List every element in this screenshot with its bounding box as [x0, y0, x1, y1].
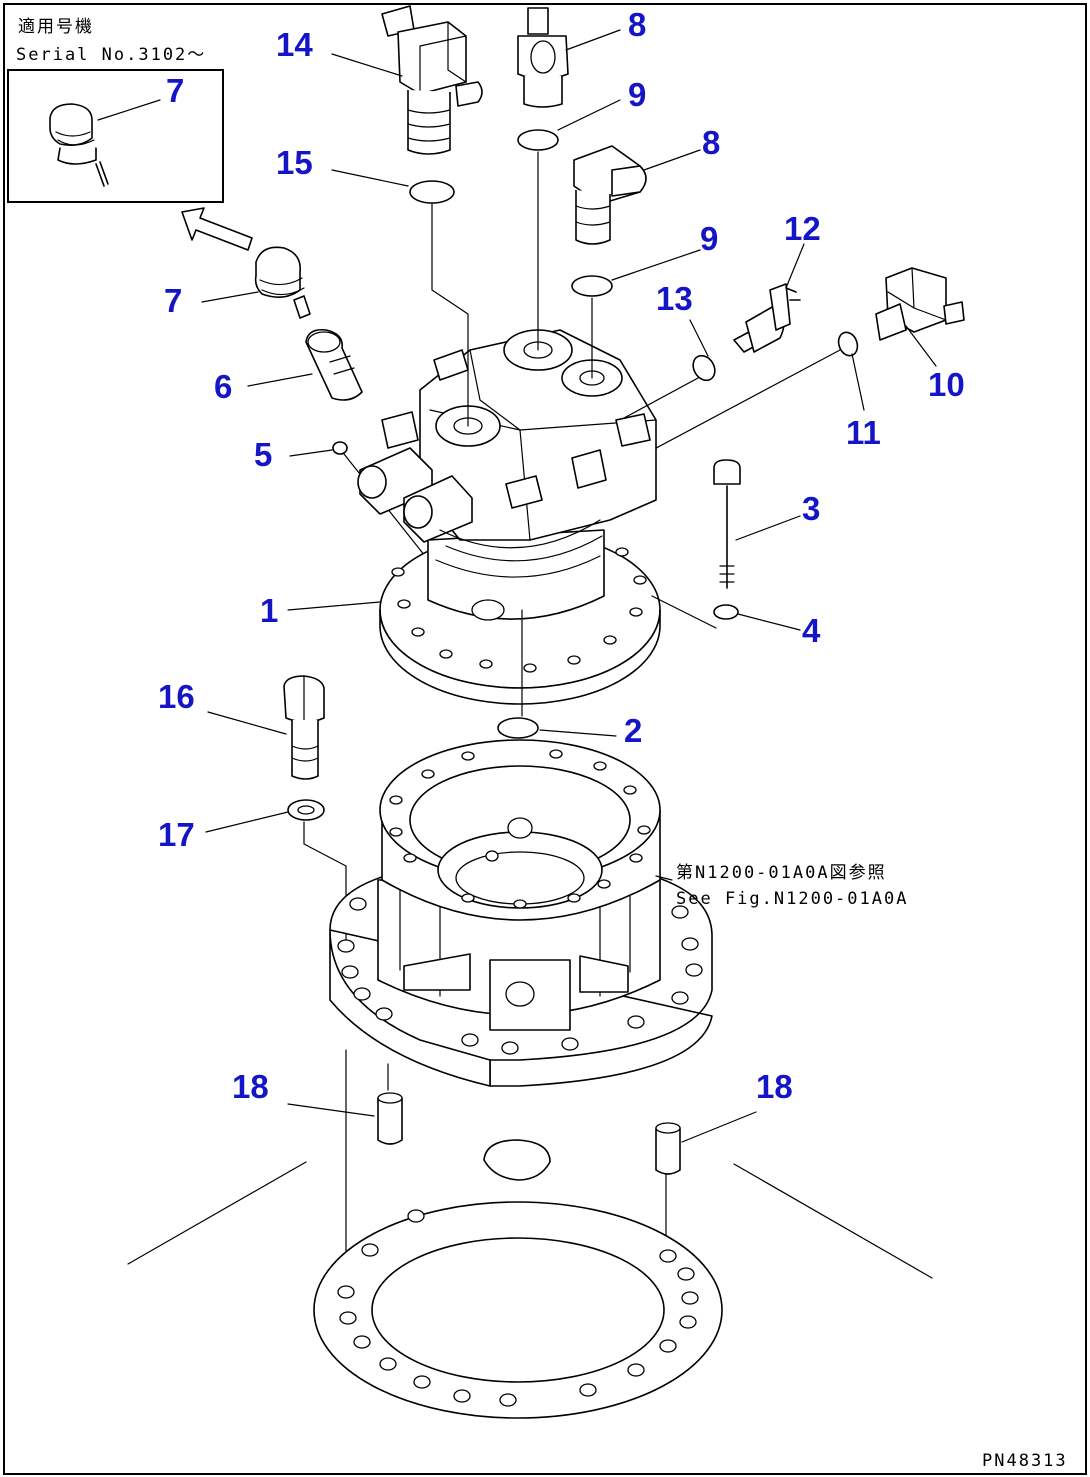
part-4-washer [713, 604, 739, 620]
leader-5 [289, 449, 333, 457]
drawing-code: PN48313 [982, 1451, 1068, 1471]
part-1-swing-motor [357, 329, 661, 705]
leader-14 [331, 53, 403, 77]
leader-reference [655, 875, 673, 881]
callout-8-top: 8 [628, 6, 646, 43]
callout-3: 3 [802, 490, 820, 527]
leader-9-top [557, 99, 621, 131]
part-9-oring-top [517, 129, 559, 151]
callout-13: 13 [656, 280, 693, 317]
inset-part-7 [49, 103, 109, 187]
callout-2: 2 [624, 712, 642, 749]
part-2-oring [497, 717, 539, 739]
assembly-line-4 [651, 595, 717, 629]
leader-17 [205, 811, 289, 833]
part-6-plug [305, 328, 363, 401]
part-5-nut [332, 441, 348, 455]
part-14-solenoid [381, 5, 483, 155]
leader-7-inset [97, 99, 161, 121]
callout-16: 16 [158, 678, 195, 715]
callout-9-top: 9 [628, 76, 646, 113]
mounting-ring [127, 1161, 933, 1419]
part-10-solenoid [875, 267, 965, 341]
leader-11 [851, 353, 865, 411]
part-8-elbow-top [517, 7, 569, 108]
applicable-serial-label: 適用号機 [18, 17, 94, 37]
part-3-bolt [713, 459, 741, 589]
callout-18-right: 18 [756, 1068, 793, 1105]
leader-12 [785, 243, 805, 289]
leader-7 [201, 291, 259, 303]
part-12-sensor [733, 283, 801, 353]
reference-note-jp: 第N1200-01A0A図参照 [676, 863, 887, 883]
callout-5: 5 [254, 436, 272, 473]
part-7-breather [254, 246, 311, 319]
callout-4: 4 [802, 612, 821, 649]
reference-note-en: See Fig.N1200-01A0A [676, 889, 908, 909]
drawing-frame [3, 3, 1087, 1475]
leader-4 [737, 613, 801, 631]
callout-6: 6 [214, 368, 232, 405]
leader-16 [207, 711, 287, 735]
callout-15: 15 [276, 144, 313, 181]
leader-18-left [287, 1103, 375, 1117]
leader-2 [539, 729, 617, 737]
leader-18-right [681, 1111, 757, 1143]
inset-box [7, 69, 224, 203]
leader-15 [331, 169, 409, 187]
leader-10 [905, 325, 937, 367]
part-18-dowel-left [377, 1092, 403, 1145]
callout-11: 11 [846, 414, 881, 451]
leader-1 [287, 601, 381, 611]
serial-number-label: Serial No.3102～ [16, 45, 206, 65]
callout-1: 1 [260, 592, 278, 629]
part-9-oring-second [571, 275, 613, 297]
part-18-dowel-right [655, 1122, 681, 1175]
callout-17: 17 [158, 816, 195, 853]
callout-9-second: 9 [700, 220, 718, 257]
leader-8-second [643, 149, 701, 171]
pinion-cap [483, 1139, 551, 1181]
leader-13 [689, 319, 709, 357]
part-13-oring [692, 354, 716, 382]
leader-8-top [565, 29, 621, 51]
assembly-line-13 [623, 377, 699, 419]
leader-9-second [611, 249, 701, 281]
callout-7: 7 [164, 282, 182, 319]
callout-8-second: 8 [702, 124, 720, 161]
swing-machinery-housing [329, 739, 713, 1087]
part-17-washer-hole [297, 805, 315, 815]
leader-6 [247, 373, 313, 387]
callout-12: 12 [784, 210, 821, 247]
callout-14: 14 [276, 26, 313, 63]
callout-18-left: 18 [232, 1068, 269, 1105]
callout-10: 10 [928, 366, 965, 403]
part-15-oring [409, 180, 455, 204]
assembly-line-15 [431, 203, 469, 427]
part-11-oring [837, 331, 859, 357]
leader-3 [735, 515, 801, 541]
callout-7-inset: 7 [166, 72, 184, 109]
reference-arrow [181, 207, 253, 251]
part-16-bolt [283, 675, 325, 780]
part-8-elbow-second [573, 145, 647, 245]
